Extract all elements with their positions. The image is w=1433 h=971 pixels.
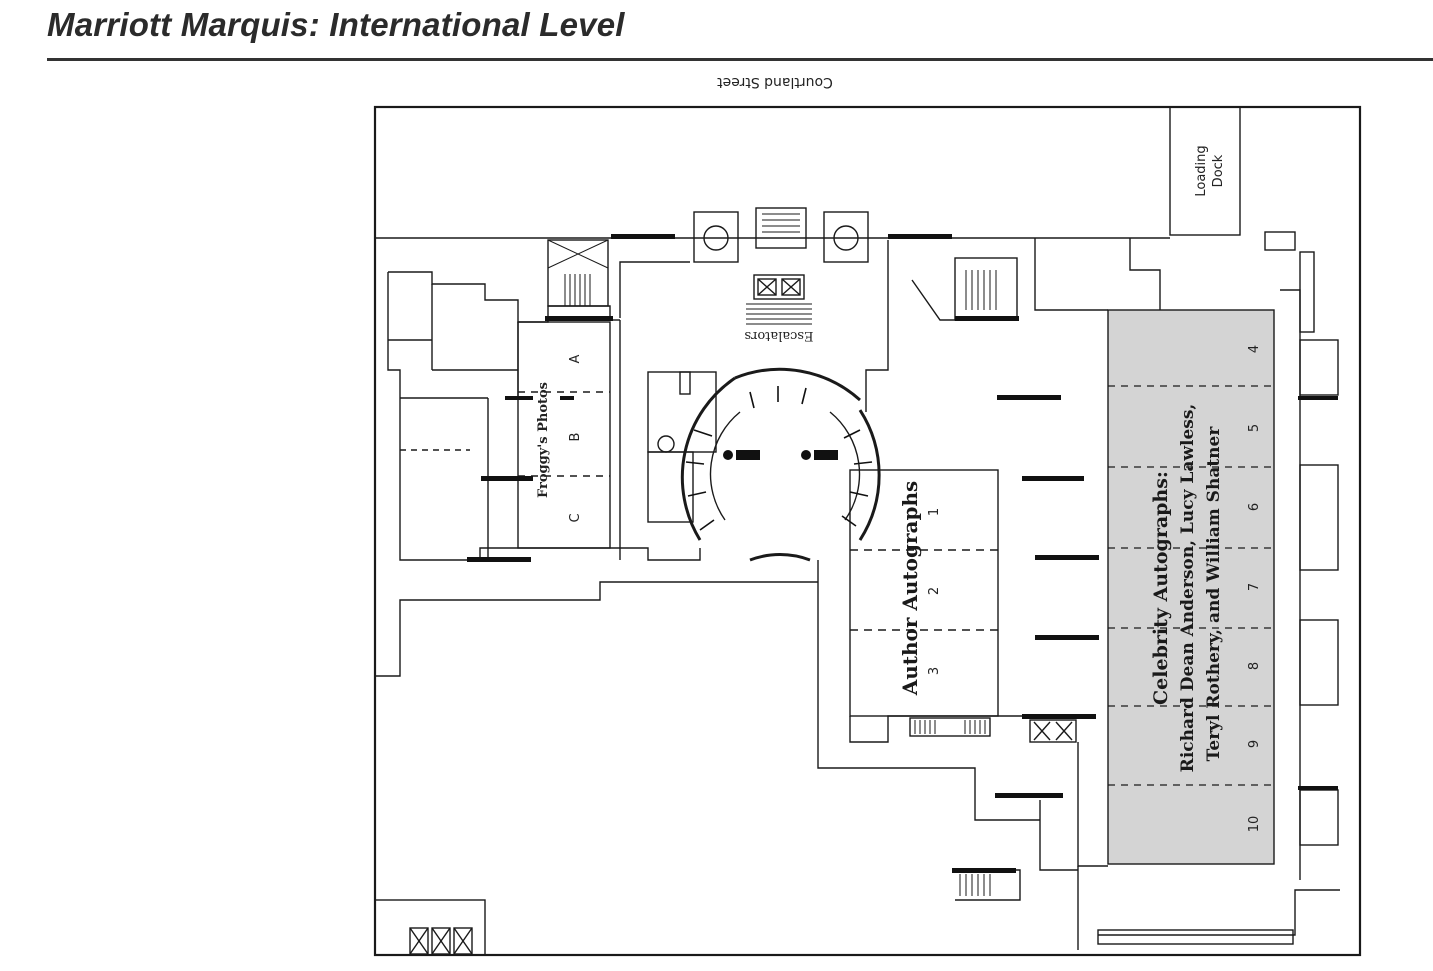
froggys-section-b: B (568, 433, 583, 442)
elevator-2 (755, 207, 807, 249)
stairs-left (547, 239, 609, 307)
stairs-lower (909, 717, 991, 737)
celebrity-booth-8: 8 (1247, 662, 1262, 670)
loading-dock-label-2: Dock (1211, 154, 1226, 187)
stairs-right-side-2 (1299, 464, 1339, 571)
stairs-right-side-4 (1299, 789, 1339, 846)
restroom-icons (723, 450, 838, 460)
loading-dock (1169, 106, 1241, 236)
stairs-right-side-1 (1299, 339, 1339, 396)
author-autographs-title: Author Autographs (898, 481, 922, 697)
author-booth-1: 1 (927, 508, 942, 516)
elevator-bottom-left (374, 899, 486, 956)
stairs-right-side-3 (1299, 619, 1339, 706)
author-autographs-room (849, 469, 999, 717)
elevator-lower (1029, 719, 1077, 743)
froggys-photos-label: Froggy's Photos (536, 382, 551, 498)
elevator-3 (823, 211, 869, 263)
celebrity-booth-5: 5 (1247, 424, 1262, 432)
celebrity-booth-10: 10 (1247, 816, 1262, 833)
elevator-1 (693, 211, 739, 263)
celebrity-booth-9: 9 (1247, 740, 1262, 748)
celebrity-booth-6: 6 (1247, 503, 1262, 511)
page-title: Marriott Marquis: International Level (47, 6, 625, 43)
escalator-box (753, 274, 805, 300)
celebrity-booth-4: 4 (1247, 345, 1262, 353)
froggys-section-a: A (568, 354, 583, 363)
building-outline (373, 105, 1362, 957)
celebrity-names-line2: Teryl Rothery, and William Shatner (1204, 426, 1224, 762)
celebrity-autographs-title: Celebrity Autographs: (1150, 471, 1172, 705)
froggys-photos-room (517, 321, 611, 549)
title-divider (47, 58, 1433, 61)
loading-dock-label-1: Loading (1194, 145, 1209, 196)
author-booth-3: 3 (927, 667, 942, 675)
celebrity-autographs-hall (1107, 309, 1275, 865)
celebrity-names-line1: Richard Dean Anderson, Lucy Lawless, (1178, 404, 1198, 773)
author-booth-2: 2 (927, 587, 942, 595)
celebrity-booth-7: 7 (1247, 583, 1262, 591)
froggys-section-c: C (568, 513, 583, 522)
escalators-label: Escalators (744, 328, 813, 343)
stairs-right-top (954, 257, 1018, 321)
